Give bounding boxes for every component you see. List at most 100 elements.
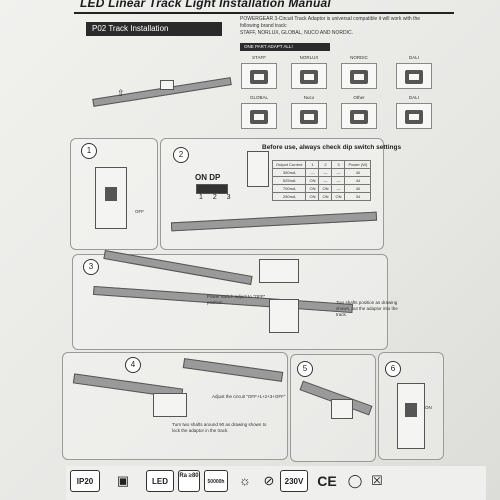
intro-text: POWERGEAR 3-Circuit Track Adaptor is uni… [240,16,440,37]
certification-footer [66,466,486,500]
table-cell: 40 [344,184,372,193]
dip-switch-numbers: 1 2 3 [199,194,235,201]
intro-sentence: POWERGEAR 3-Circuit Track Adaptor is uni… [240,16,421,29]
brand-label-other: Other [353,95,365,100]
table-cell: ON [305,184,320,193]
brand-tile-nordic [341,63,377,89]
sun-icon: ☼ [239,473,251,488]
table-cell: — [331,168,346,177]
adjust-circuit-note: Adjust the circuit "OFF+1+2+3+OFF" [212,394,286,399]
dip-switch-block [196,184,228,194]
brand-label-dali-2: DALI [408,95,419,100]
track-adaptor-step2 [247,151,269,187]
step-6-panel: 6 ON [378,352,444,460]
brand-label-staff: STAFF [252,55,266,60]
table-cell: ON [331,192,346,201]
breaker-off-label: OFF [135,209,144,214]
brand-tile-other [341,103,377,129]
step-6-number: 6 [385,361,401,377]
track-adaptor-step3 [259,259,299,283]
table-header: 1 [305,160,320,169]
ra-badge: Ra ≥80 [178,470,200,492]
table-cell: 700mA [271,184,307,193]
breaker-switch-6 [405,403,417,417]
title-rule [74,12,454,14]
brand-tile-norlux [291,63,327,89]
class-ii-icon: ▣ [116,473,130,488]
table-cell: ON [305,192,320,201]
section-title: P02 Track Installation [86,22,222,36]
table-cell: 350mA [271,168,307,177]
table-cell: ON [318,184,333,193]
brand-label-norlux: NORLUX [299,55,319,60]
table-header: Power (W) [344,160,372,169]
table-row: 525mA ON — — 44 [271,176,372,185]
table-cell: — [305,168,320,177]
arrow-up-icon: ⇧ [117,88,125,98]
shafts-position-note: Two shafts position as drawing shown, pu… [336,300,398,317]
step-5-panel: 5 [290,354,376,462]
brand-label-dali: DALI [408,55,419,60]
step-3-panel: 3 [72,250,388,350]
step-1-number: 1 [81,143,97,159]
breaker-on-label: ON [425,405,432,410]
ip20-badge: IP20 [70,470,100,492]
lamp-icon: ◯ [347,473,363,488]
table-cell: 525mA [271,176,307,185]
table-cell: — [331,184,346,193]
breaker-switch-1 [105,187,117,201]
brand-tile-staff [241,63,277,89]
turn-shafts-note: Turn two shafts around 90 as drawing sho… [172,422,267,433]
brand-tile-global [241,103,277,129]
intro-brands: STAFF, NORLUX, GLOBAL, NUCO AND NORDIC. [240,30,353,36]
brand-label-nordic: NORDIC [350,55,368,60]
table-header: Output Current [271,160,307,169]
step-2-number: 2 [173,147,189,163]
table-row: 350mA — — — 40 [271,168,372,177]
dip-switch-label: ON DP [195,173,221,182]
table-cell: 250mA [271,192,307,201]
track-adaptor-top [160,80,174,90]
table-row: 700mA ON ON — 40 [271,184,372,193]
brand-tile-nuco [291,103,327,129]
brand-tile-dali [396,63,432,89]
step-5-number: 5 [297,361,313,377]
table-cell: 34 [344,192,372,201]
brand-label-nuco: Nuco [303,95,315,100]
table-cell: — [318,176,333,185]
table-cell: — [318,168,333,177]
dip-switch-table: Output Current 1 2 3 Power (W) 350mA — —… [271,160,372,201]
table-cell: ON [305,176,320,185]
step-1-panel: 1 OFF [70,138,158,250]
step-3-number: 3 [83,259,99,275]
track-adaptor-step5 [331,399,353,419]
step-4-number: 4 [125,357,141,373]
track-adaptor-mounted [269,299,299,333]
track-rail-step2 [170,211,378,232]
track-adaptor-step4 [153,393,187,417]
dip-check-title: Before use, always check dip switch sett… [262,144,402,151]
table-row: 250mA ON ON ON 34 [271,192,372,201]
brand-tile-dali-2 [396,103,432,129]
table-cell: — [331,176,346,185]
table-header-row: Output Current 1 2 3 Power (W) [271,160,372,169]
power-switch-note: Power switch adjust to "OFF" position. [207,294,266,305]
no-dim-icon: ⊘ [263,473,275,488]
table-header: 3 [331,160,346,169]
voltage-badge: 230V [280,470,308,492]
table-cell: ON [318,192,333,201]
table-cell: 40 [344,168,372,177]
adapt-all-label: ONE PART ADAPT ALL! [240,43,330,51]
ce-mark: CE [317,473,337,489]
lifetime-badge: 50000h [204,470,228,492]
brand-label-global: GLOBAL [249,95,268,100]
table-cell: 44 [344,176,372,185]
manual-title: LED Linear Track Light Installation Manu… [80,0,331,10]
step-4-panel: 4 [62,352,288,460]
track-rail-step4b [182,358,284,382]
table-header: 2 [318,160,333,169]
led-badge: LED [146,470,174,492]
track-rail-step3a [103,250,253,285]
recycle-bin-icon: ☒ [371,473,383,488]
